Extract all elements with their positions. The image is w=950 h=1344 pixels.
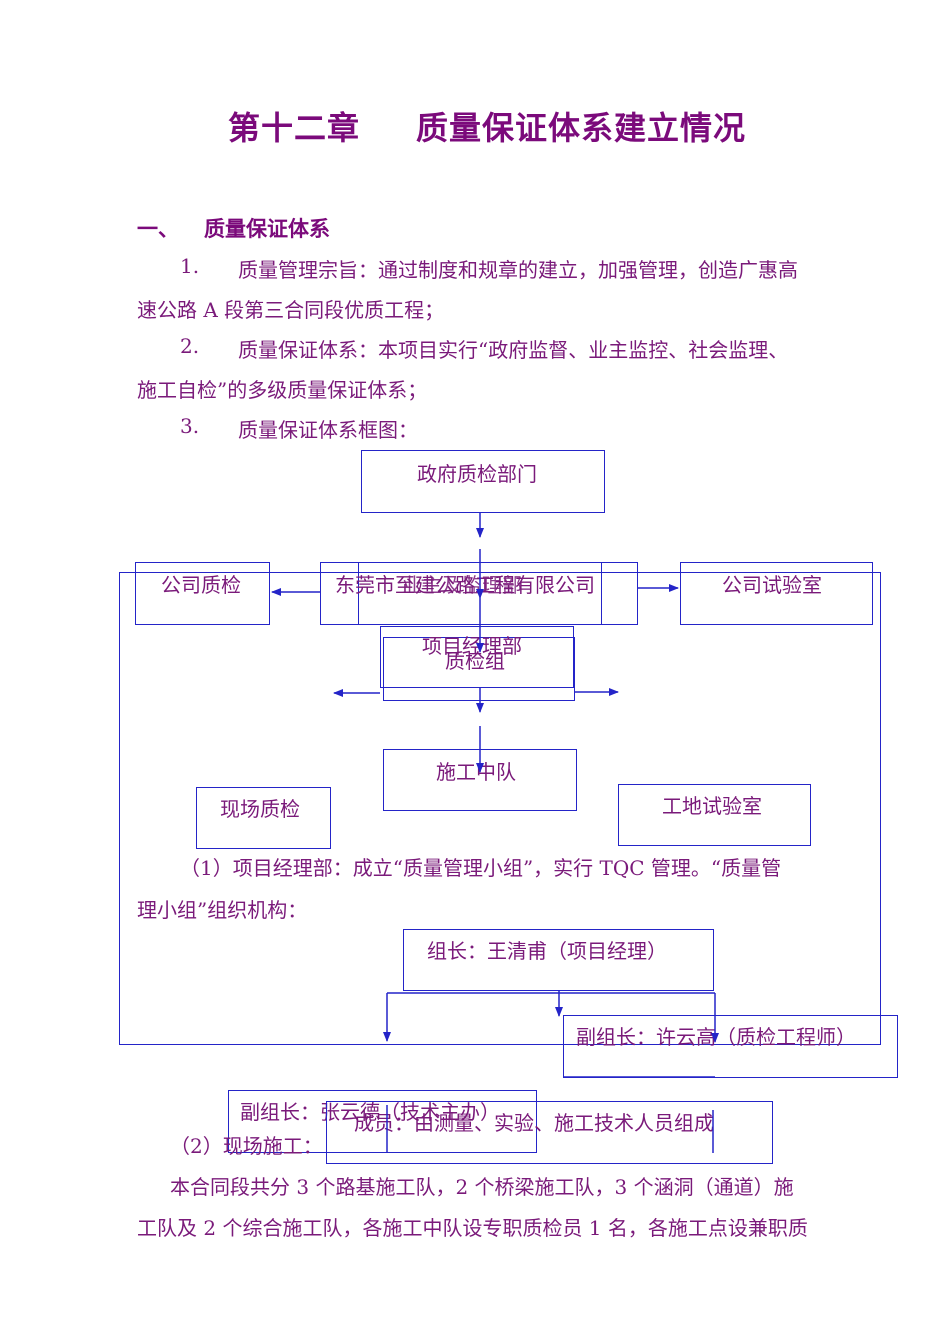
item-number: 2.: [180, 334, 200, 358]
item-number: 3.: [180, 414, 200, 438]
item-text-continued: 速公路 A 段第三合同段优质工程；: [137, 298, 445, 322]
item-text-continued: 施工自检”的多级质量保证体系；: [137, 378, 428, 402]
site-qc-box: [196, 787, 331, 849]
leader-label: 组长：王清甫（项目经理）: [427, 939, 667, 963]
leader-box: [403, 929, 714, 991]
company-label: 东莞市至建公路工程有限公司: [335, 573, 595, 597]
chapter-number: 第十二章: [228, 109, 361, 147]
company-lab-label: 公司试验室: [722, 573, 822, 597]
outer-frame: [119, 572, 881, 1045]
qc-group-box: [383, 637, 575, 701]
item-text: 质量管理宗旨：通过制度和规章的建立，加强管理，创造广惠高: [238, 258, 798, 282]
paragraph-text-continued: 理小组”组织机构：: [137, 898, 308, 922]
supervision-label: 业主及监理部: [402, 573, 522, 597]
paragraph-text: （1）项目经理部：成立“质量管理小组”，实行 TQC 管理。“质量管: [180, 856, 782, 880]
qc-group-label: 质检组: [445, 649, 505, 673]
chapter-title: 质量保证体系建立情况: [416, 109, 747, 147]
section-heading: 质量保证体系: [204, 217, 330, 241]
members-box: [326, 1101, 773, 1164]
deputy2-label: 副组长：张云德（技术主办）: [240, 1100, 500, 1124]
pm-label: 项目经理部: [422, 634, 522, 658]
deputy2-box: [228, 1090, 537, 1153]
members-label: 成员：由测量、实验、施工技术人员组成: [354, 1111, 714, 1135]
site-qc-label: 现场质检: [220, 797, 300, 821]
section-number: 一、: [137, 217, 179, 241]
site-lab-box: [618, 784, 811, 846]
item-number: 1.: [180, 254, 200, 278]
deputy1-box: [563, 1015, 898, 1078]
paragraph-text-continued: 工队及 2 个综合施工队，各施工中队设专职质检员 1 名，各施工点设兼职质: [137, 1216, 808, 1240]
gov-qc-label: 政府质检部门: [417, 462, 537, 486]
paragraph-text: 本合同段共分 3 个路基施工队，2 个桥梁施工队，3 个涵洞（通道）施: [170, 1175, 794, 1199]
item-text: 质量保证体系框图：: [238, 418, 418, 442]
paragraph-heading: （2）现场施工：: [170, 1134, 323, 1158]
company-qc-label: 公司质检: [161, 573, 241, 597]
company-lab-box: [680, 562, 873, 625]
gov-qc-box: [361, 450, 605, 513]
company-qc-box: [135, 562, 270, 625]
item-text: 质量保证体系：本项目实行“政府监督、业主监控、社会监理、: [238, 338, 789, 362]
site-lab-label: 工地试验室: [662, 794, 762, 818]
pm-box: [380, 626, 574, 688]
